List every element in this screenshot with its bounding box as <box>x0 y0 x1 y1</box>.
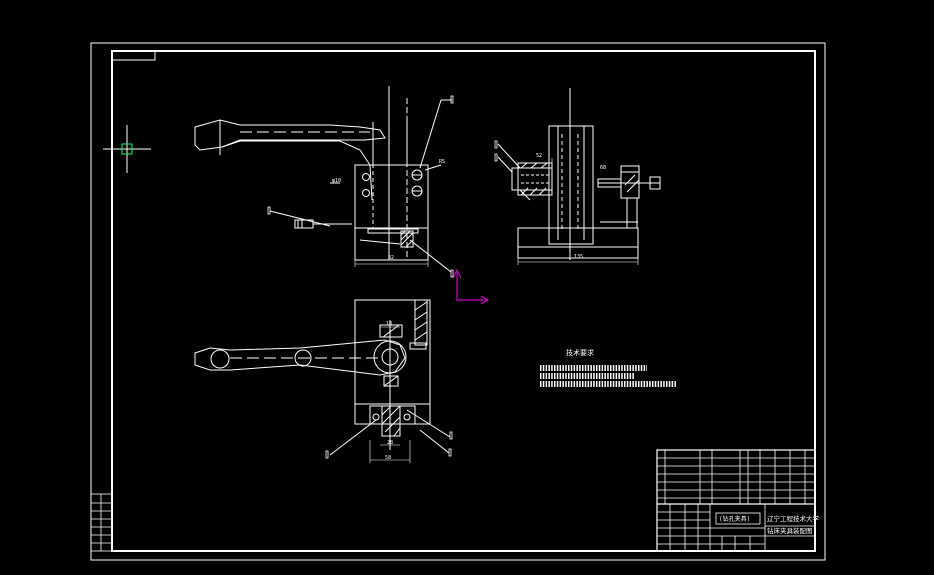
top-view <box>194 299 451 463</box>
title-drawing-title: 钻床夹具装配图 <box>767 526 813 535</box>
dim-hole: φ10 <box>332 178 341 184</box>
title-school: 辽宁工程技术大学 <box>767 514 820 523</box>
dim-side-width: 135 <box>574 254 583 260</box>
part-balloons <box>267 95 498 459</box>
dim-side-top: 52 <box>536 153 542 159</box>
front-view <box>194 86 452 273</box>
title-part-name: (钻孔夹具) <box>719 515 750 523</box>
dim-side-right: 68 <box>600 165 606 171</box>
title-block <box>656 449 816 552</box>
revision-block <box>90 493 113 552</box>
ucs-axes-icon <box>452 268 490 305</box>
dim-top-slot: 18 <box>386 321 392 327</box>
side-view <box>497 88 661 265</box>
tech-requirements-title: 技术要求 <box>566 348 594 357</box>
dim-front-width: 82 <box>388 255 394 261</box>
dim-top-width: 58 <box>385 455 391 461</box>
dim-top-inner: 28 <box>387 440 393 446</box>
tech-requirements-lines <box>540 365 676 387</box>
dim-radius: R5 <box>439 159 445 165</box>
crosshair-cursor-icon <box>103 125 151 173</box>
sheet-border <box>90 42 826 561</box>
